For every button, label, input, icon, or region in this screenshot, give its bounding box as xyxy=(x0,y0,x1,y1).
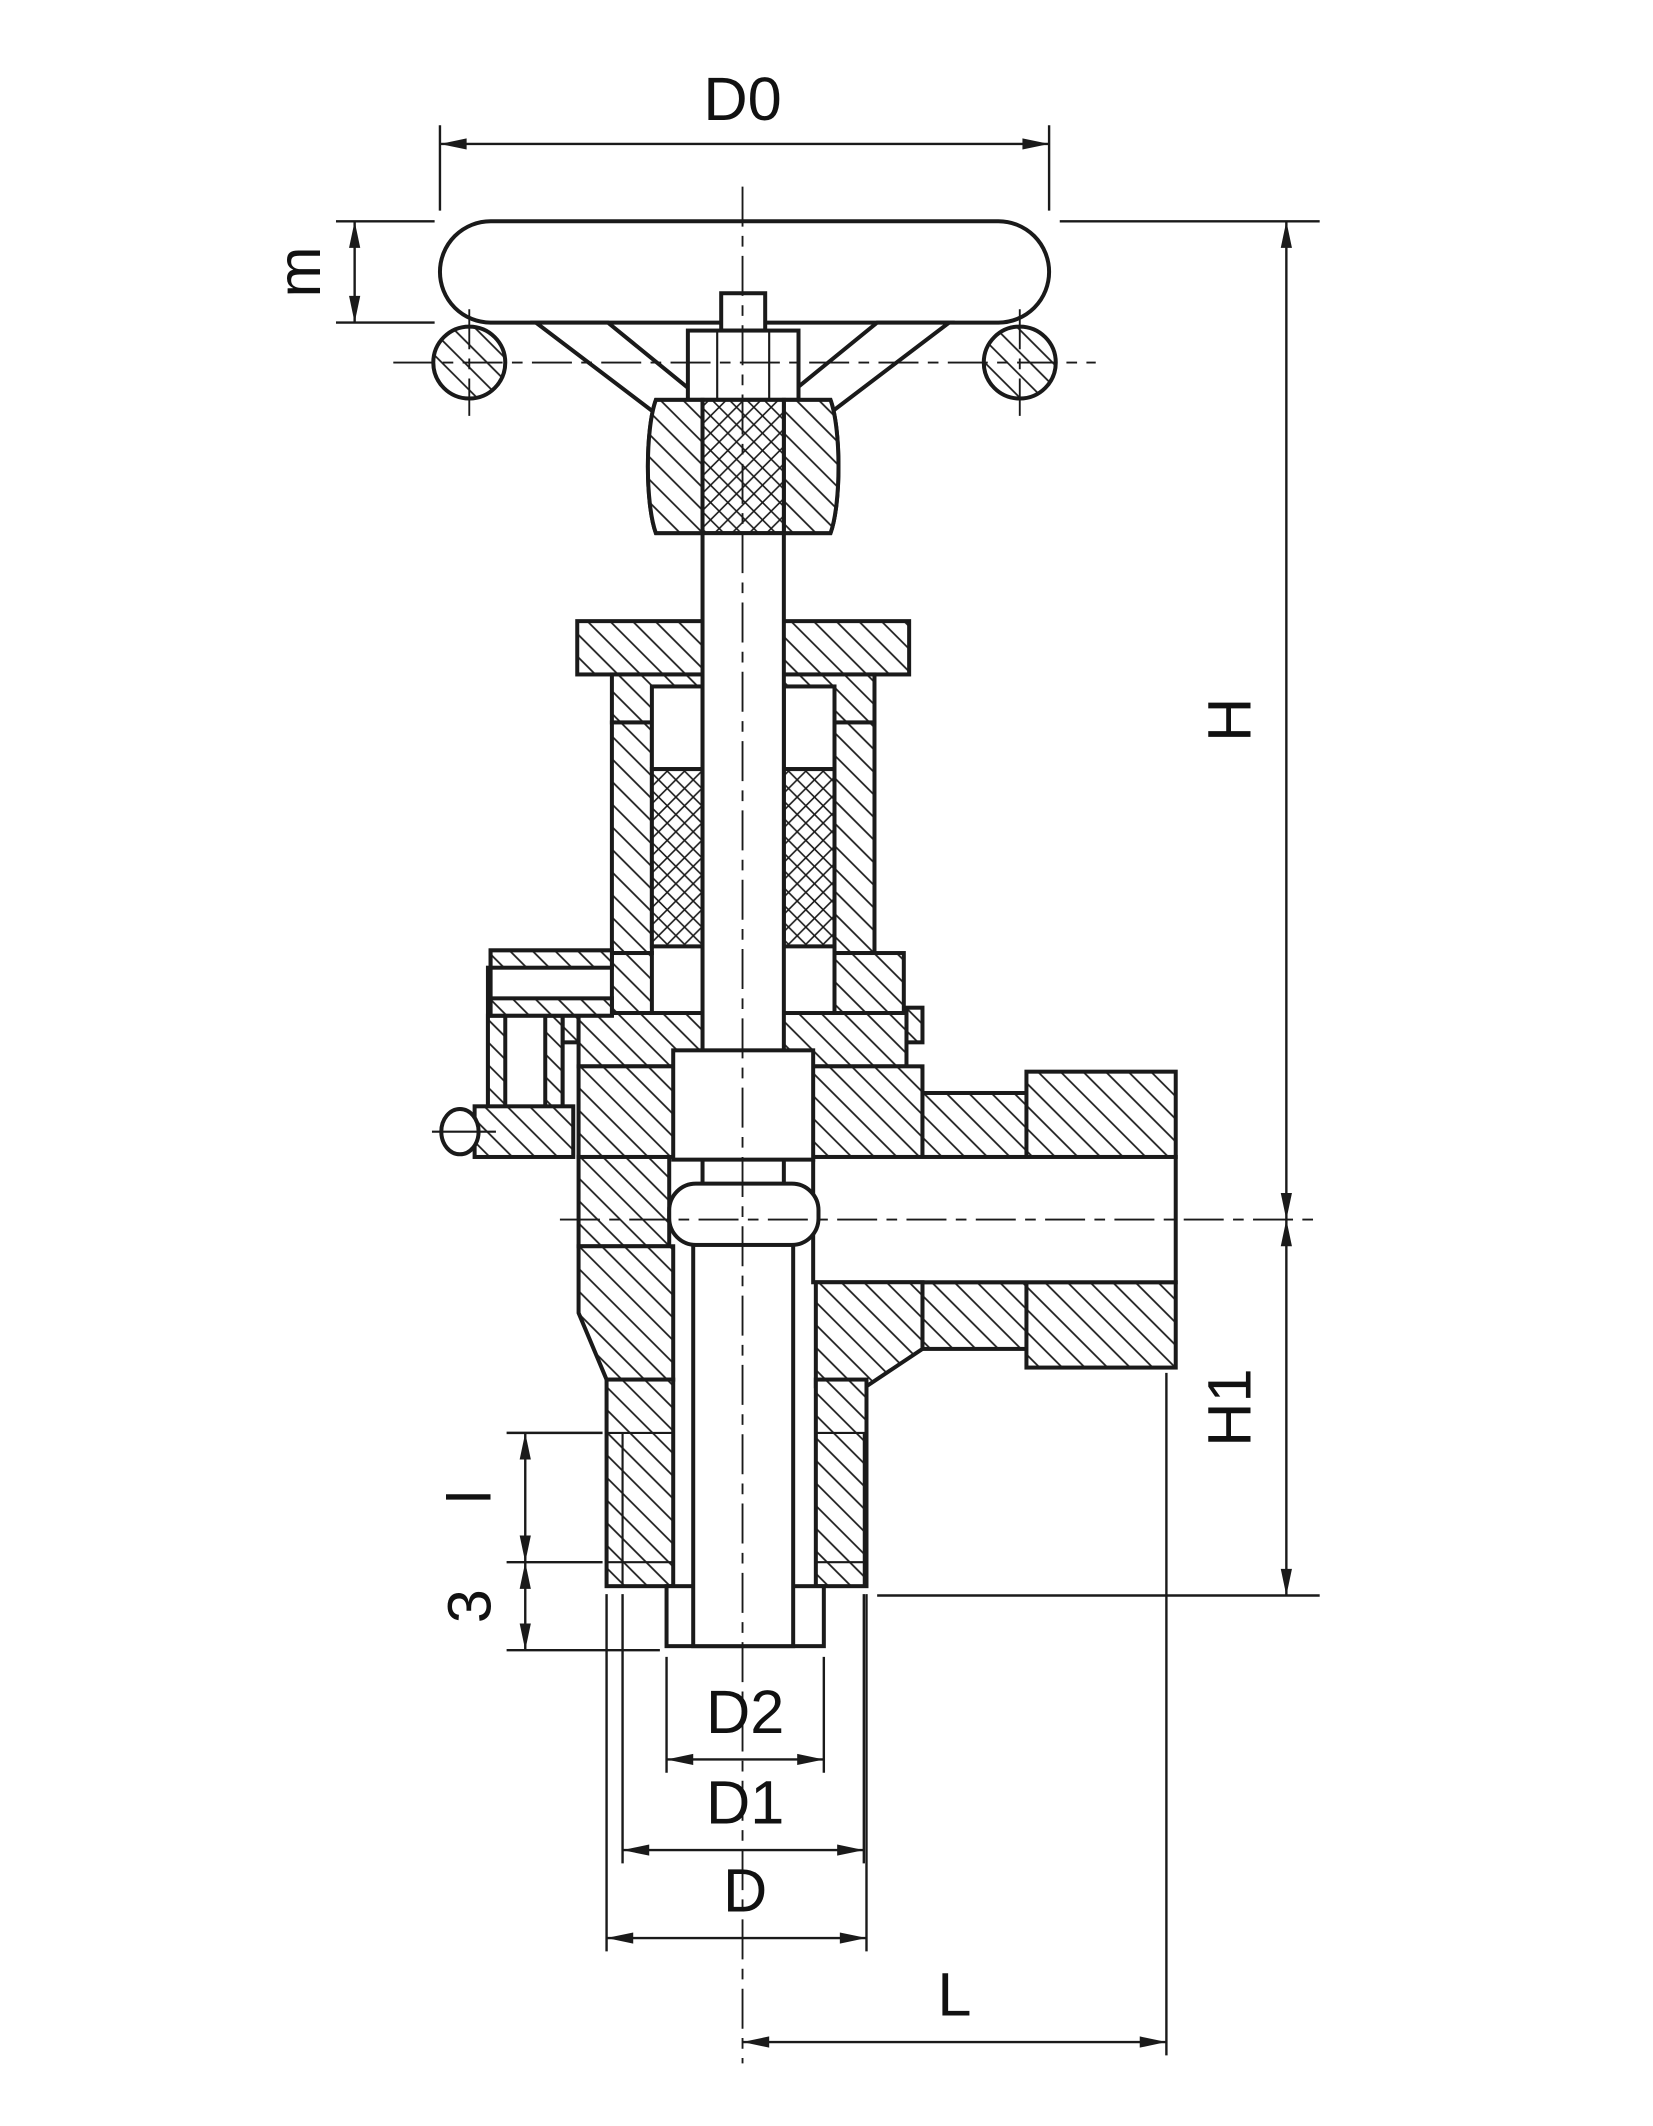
dim-label-l-thread: l xyxy=(435,1490,504,1504)
gland-follower-left xyxy=(649,684,705,772)
elbow-hwall-top xyxy=(488,948,614,970)
bonnet-base-right xyxy=(832,951,906,1016)
dimension-l-thread: l xyxy=(435,1431,603,1564)
packing-left xyxy=(649,767,705,949)
packing-right xyxy=(781,767,837,949)
side-elbow-fitting xyxy=(431,948,614,1159)
body-tab-right xyxy=(904,1005,925,1045)
elbow-hwall-bottom xyxy=(488,996,614,1018)
centerlines xyxy=(393,186,1320,2064)
dimension-m: m xyxy=(264,220,435,324)
dim-label-l-length: L xyxy=(937,1959,971,2028)
body-wall-left-upper xyxy=(576,1064,682,1159)
bonnet-wall-left xyxy=(609,720,654,956)
body-wall-left-mid xyxy=(576,1154,672,1249)
outlet-pipe-wall-top xyxy=(920,1090,1045,1159)
dimension-l-length: L xyxy=(742,1372,1168,2056)
dimension-d: D xyxy=(605,1594,868,1952)
dimension-h: H xyxy=(1059,220,1320,1220)
dim-label-d1: D1 xyxy=(706,1767,784,1836)
hub-section-left xyxy=(645,397,705,536)
dim-label-d2: D2 xyxy=(706,1677,784,1746)
dimensions: D0 m H H1 l xyxy=(264,64,1320,2056)
bottom-hex-wall-right xyxy=(813,1377,869,1589)
valve-disc xyxy=(667,1181,821,1247)
outlet-union-top xyxy=(1024,1069,1178,1159)
dimension-h1: H1 xyxy=(877,1219,1320,1597)
outlet-union-bottom xyxy=(1024,1280,1178,1370)
dim-label-h1: H1 xyxy=(1194,1368,1263,1446)
outlet-pipe-wall-bottom xyxy=(920,1280,1045,1351)
dim-label-d0: D0 xyxy=(703,64,781,133)
dimension-d2: D2 xyxy=(665,1656,826,1773)
bottom-hex-wall-left xyxy=(604,1377,676,1589)
body-wall-right-upper xyxy=(804,1064,925,1159)
gland-follower-right xyxy=(781,684,837,772)
hub-section-right xyxy=(781,397,841,536)
body-wall-left-lower xyxy=(576,1244,676,1382)
dimension-d1: D1 xyxy=(621,1594,866,1864)
dim-label-h: H xyxy=(1194,698,1263,742)
bonnet-wall-right xyxy=(832,720,877,956)
valve-body xyxy=(576,1064,1178,1649)
body-wall-right-lower xyxy=(813,1280,925,1389)
dimension-chamfer-3: 3 xyxy=(435,1562,660,1652)
dim-label-d: D xyxy=(723,1855,767,1924)
dim-label-chamfer: 3 xyxy=(435,1589,504,1623)
dim-label-m: m xyxy=(264,246,333,297)
dimension-d0: D0 xyxy=(438,64,1051,211)
